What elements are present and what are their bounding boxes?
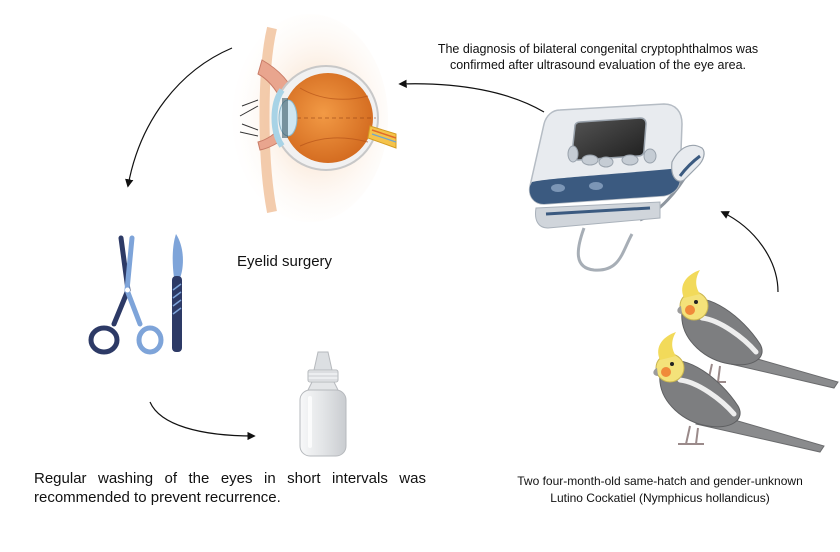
arrow-birds-to-device: [720, 211, 779, 293]
cockatiel-front: [653, 332, 825, 453]
scissors-icon: [88, 235, 164, 355]
arrow-eye-to-instruments: [125, 47, 233, 188]
birds-caption-line2: Lutino Cockatiel (Nymphicus hollandicus): [550, 490, 770, 505]
cockatiel-bird-icon: [653, 270, 839, 453]
eye-drop-bottle-icon: [299, 351, 347, 457]
birds-caption-line1: Two four-month-old same-hatch and gender…: [517, 474, 803, 488]
scalpel-icon: [172, 234, 183, 352]
washing-caption: Regular washing of the eyes in short int…: [34, 470, 426, 506]
diagnosis-caption: The diagnosis of bilateral congenital cr…: [437, 42, 759, 72]
cockatiel-back: [677, 270, 839, 389]
arrow-device-to-eye: [398, 79, 545, 113]
arrow-instruments-to-bottle: [149, 401, 256, 441]
surgical-instruments: [88, 234, 183, 355]
surgery-caption: Eyelid surgery: [237, 253, 333, 270]
birds-caption: Two four-month-old same-hatch and gender…: [500, 473, 820, 507]
eye-anatomy-icon: [232, 14, 397, 222]
ultrasound-device-icon: [528, 103, 705, 272]
flow-arrows: [125, 47, 779, 441]
